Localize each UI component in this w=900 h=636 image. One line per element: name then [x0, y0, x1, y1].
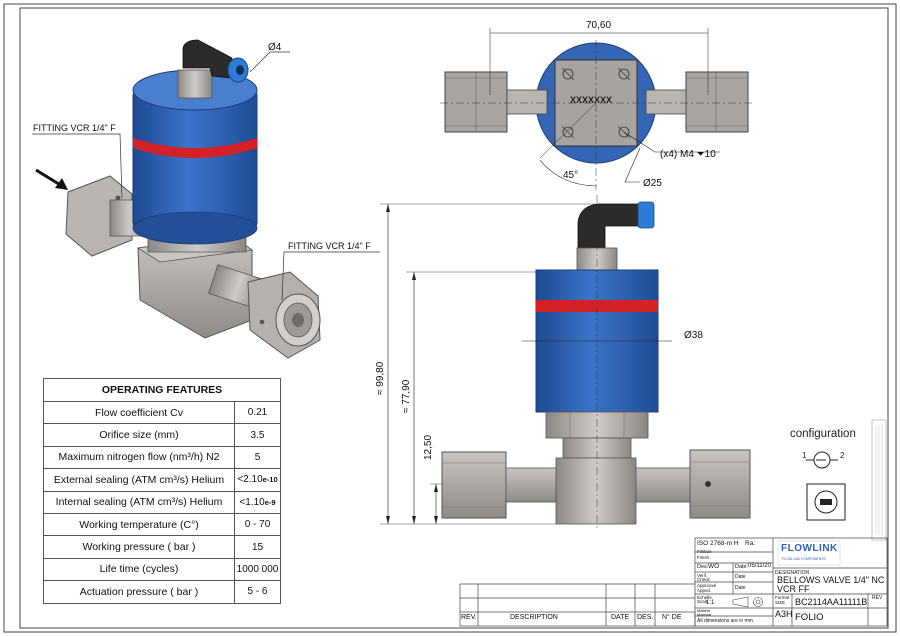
- fitting-left-callout: FITTING VCR 1/4" F: [33, 123, 116, 133]
- row-value: <2.10e-10: [234, 468, 281, 492]
- row-label: Actuation pressure ( bar ): [43, 580, 235, 604]
- date-label: Date:: [735, 564, 749, 570]
- designation-line-2: VCR FF: [777, 584, 810, 594]
- height-total-dimension: ≈ 99,80: [375, 361, 386, 395]
- dimensions-note: All dimensions are in mm: [697, 618, 753, 624]
- row-value: 1000 000: [234, 557, 281, 582]
- format-label: Format: [775, 595, 790, 600]
- folio-label: FOLIO: [795, 612, 824, 623]
- rev-column: REV.: [461, 614, 477, 621]
- scale-label: Scale: [697, 599, 709, 604]
- check-label: Check: [697, 577, 710, 582]
- nde-column: N° DE: [662, 614, 682, 621]
- row-label: Orifice size (mm): [43, 423, 235, 447]
- row-label: Internal sealing (ATM cm³/s) Helium: [43, 490, 235, 514]
- holes-callout: (x4) M4 ⏷10: [660, 149, 716, 160]
- approuve-label: Approuvé: [697, 583, 717, 588]
- row-label: Life time (cycles): [43, 557, 235, 582]
- width-dimension: 70,60: [586, 20, 611, 31]
- front-view: [380, 195, 751, 528]
- row-value: <1.10e-9: [234, 490, 281, 514]
- dia4-callout: Ø4: [268, 42, 282, 53]
- table-row: Working pressure ( bar )15: [43, 535, 281, 559]
- table-row: Actuation pressure ( bar )5 - 6: [43, 580, 281, 604]
- row-label: Working pressure ( bar ): [43, 535, 235, 559]
- designation-line-1: BELLOWS VALVE 1/4" NC: [777, 575, 885, 585]
- scale-value: 1:1: [706, 600, 715, 606]
- verif-label: Verif.: [697, 573, 708, 578]
- table-row: Working temperature (C°)0 - 70: [43, 512, 281, 537]
- value-main: <2.10: [237, 474, 263, 486]
- row-value: 5 - 6: [234, 580, 281, 604]
- height-low-dimension: 12,50: [423, 435, 434, 460]
- table-row: Internal sealing (ATM cm³/s) Helium<1.10…: [43, 490, 281, 514]
- config-port-2: 2: [840, 451, 845, 460]
- row-value: 0 - 70: [234, 512, 281, 537]
- value-main: <1.10: [239, 496, 265, 508]
- brand-logo: FLOWLINK: [781, 543, 838, 554]
- row-label: External sealing (ATM cm³/s) Helium: [43, 468, 235, 492]
- designer-label: Des:: [697, 564, 709, 570]
- table-row: External sealing (ATM cm³/s) Helium<2.10…: [43, 468, 281, 492]
- fitting-right-callout: FITTING VCR 1/4" F: [288, 241, 371, 251]
- table-row: Life time (cycles)1000 000: [43, 557, 281, 582]
- config-port-1: 1: [802, 451, 807, 460]
- matiere-label: Matière: [697, 608, 711, 613]
- part-number: BC2114AA11111B: [795, 597, 868, 607]
- roughness-label: Ra:: [745, 540, 756, 547]
- value-exponent: e-10: [262, 475, 278, 485]
- row-label: Maximum nitrogen flow (nm³/h) N2: [43, 445, 235, 470]
- row-value: 0.21: [234, 400, 281, 425]
- row-value: 15: [234, 535, 281, 559]
- title-block-grid: [459, 537, 888, 627]
- top-view: [440, 28, 752, 190]
- dia25-callout: Ø25: [643, 178, 662, 189]
- dia38-callout: Ø38: [684, 330, 703, 341]
- date2-label: Date: [735, 574, 746, 580]
- row-label: Working temperature (C°): [43, 512, 235, 537]
- finition-label: Finition: [697, 549, 712, 554]
- value-exponent: e-9: [264, 497, 276, 507]
- approved-label: Appvd.: [697, 588, 712, 593]
- format-value: A3H: [775, 609, 793, 619]
- height-mid-dimension: ≈ 77,90: [401, 379, 412, 413]
- isometric-view: [32, 39, 380, 359]
- configuration-title: configuration: [790, 428, 856, 440]
- iso-tolerance: ISO 2768-m H: [697, 540, 739, 547]
- designation-label: DESIGNATION: [775, 570, 810, 576]
- row-value: 5: [234, 445, 281, 470]
- table-title: OPERATING FEATURES: [43, 378, 281, 402]
- table-row: Orifice size (mm)3.5: [43, 423, 281, 447]
- marking-text: XXXXXXX: [570, 95, 612, 105]
- description-column: DESCRIPTION: [510, 614, 558, 621]
- configuration-symbol: [806, 451, 846, 521]
- row-label: Flow coefficient Cv: [43, 400, 235, 425]
- date3-label: Date: [735, 585, 746, 591]
- rev-label: REV: [872, 595, 883, 601]
- angle-callout: 45°: [563, 170, 578, 181]
- date-value: 05/11/20: [748, 563, 771, 569]
- des-column: DES.: [637, 614, 654, 621]
- brand-tagline: FLUID LAB COMPONENTS: [782, 557, 826, 561]
- material-label: Material: [697, 612, 712, 617]
- finish-label: Finish: [697, 555, 710, 560]
- date-column: DATE: [611, 614, 630, 621]
- designer-value: WO: [708, 563, 720, 570]
- size-label: SIZE: [775, 600, 786, 605]
- row-value: 3.5: [234, 423, 281, 447]
- echelle-label: Echelle: [697, 595, 712, 600]
